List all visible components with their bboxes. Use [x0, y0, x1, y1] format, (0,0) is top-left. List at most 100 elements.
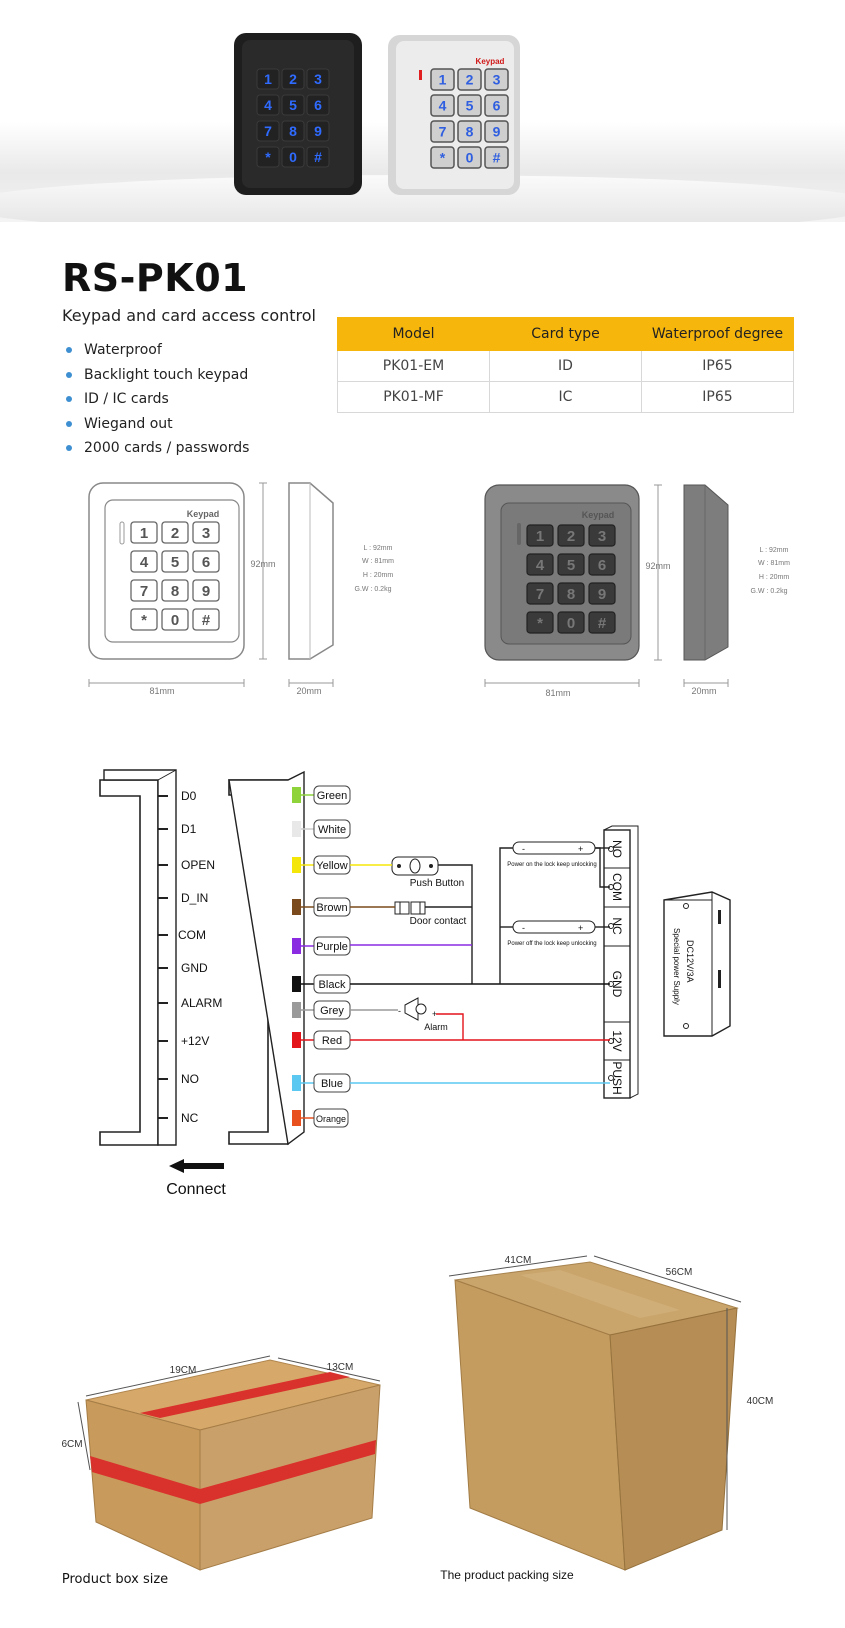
key-label: 1	[264, 71, 272, 87]
product-box-height: 6CM	[61, 1439, 82, 1450]
key-label: 5	[466, 98, 474, 114]
keypad-key: 9	[484, 120, 509, 143]
key-label: 9	[202, 583, 210, 600]
depth-label: 20mm	[691, 686, 716, 696]
key-label: 6	[314, 97, 322, 113]
packing-box-width: 56CM	[666, 1267, 693, 1278]
key-label: 4	[439, 98, 447, 114]
key-label: 3	[202, 525, 210, 542]
key-label: *	[141, 612, 147, 629]
key-label: 8	[171, 583, 179, 600]
feature-item: ID / IC cards	[62, 387, 249, 412]
cell-card-type: ID	[489, 350, 642, 382]
lock-off-symbol: - + Power off the lock keep unlocking	[507, 920, 597, 947]
feature-text: ID / IC cards	[84, 391, 169, 407]
keypad-key: 9	[192, 579, 220, 602]
packing-box-height: 40CM	[747, 1396, 774, 1407]
key-label: 3	[493, 72, 501, 88]
spec-gw: G.W : 0.2kg	[355, 586, 392, 593]
keypad-key: 1	[256, 68, 280, 90]
cell-card-type: IC	[489, 381, 642, 413]
key-label: 9	[598, 586, 606, 603]
feature-list: Waterproof Backlight touch keypad ID / I…	[62, 338, 249, 461]
width-label: 81mm	[545, 688, 570, 698]
keypad-key: 6	[588, 553, 616, 576]
height-label: 92mm	[645, 561, 670, 571]
product-title: RS-PK01	[62, 256, 249, 300]
keypad-key: 7	[256, 120, 280, 142]
terminal-label: NO	[181, 1072, 199, 1086]
power-terminal-label: NO	[610, 840, 624, 858]
grey-dimension-lines: 92mm 81mm 20mm L : 92mm W : 81mm H : 20m…	[484, 484, 790, 698]
alarm-minus: -	[398, 1006, 401, 1016]
power-terminal-label: NC	[610, 917, 624, 935]
key-label: 3	[314, 71, 322, 87]
packing-box-caption: The product packing size	[440, 1568, 574, 1582]
wire-label: White	[318, 824, 346, 836]
keypad-key: 9	[588, 582, 616, 605]
terminal-label: ALARM	[181, 996, 222, 1010]
wire-label: Green	[317, 790, 348, 802]
key-label: 2	[567, 528, 575, 545]
product-subtitle: Keypad and card access control	[62, 306, 316, 325]
keypad-key: *	[256, 146, 280, 168]
feature-item: 2000 cards / passwords	[62, 436, 249, 461]
outline-dimension-lines: 92mm 81mm 20mm L : 92mm W : 81mm H : 20m…	[88, 482, 394, 696]
key-label: 1	[140, 525, 148, 542]
bullet-icon	[66, 445, 72, 451]
spec-h: H : 20mm	[363, 572, 394, 579]
lock-off-minus: -	[522, 923, 525, 933]
key-label: 4	[264, 97, 272, 113]
keypad-key: 8	[161, 579, 189, 602]
keypad-key: 6	[484, 94, 509, 117]
terminal-label: OPEN	[181, 858, 215, 872]
key-label: 7	[536, 586, 544, 603]
keypad-key: 0	[557, 611, 585, 634]
spec-w: W : 81mm	[758, 560, 790, 567]
spec-h: H : 20mm	[759, 574, 790, 581]
spec-l: L : 92mm	[760, 547, 789, 554]
product-box-image	[77, 1355, 381, 1571]
key-label: 5	[567, 557, 575, 574]
key-label: 1	[439, 72, 447, 88]
header-model: Model	[337, 317, 490, 351]
key-label: 7	[264, 123, 272, 139]
keypad-key: 7	[430, 120, 455, 143]
feature-text: Wiegand out	[84, 415, 173, 432]
key-label: 5	[289, 97, 297, 113]
key-label: #	[493, 150, 501, 166]
keypad-key: 5	[161, 550, 189, 573]
key-label: 2	[289, 71, 297, 87]
lock-on-plus: +	[578, 844, 583, 854]
packing-box-length: 41CM	[505, 1255, 532, 1266]
table-row: PK01-MF IC IP65	[337, 381, 794, 413]
product-box-width: 13CM	[327, 1362, 354, 1373]
keypad-key: 1	[430, 68, 455, 91]
key-label: 4	[536, 557, 545, 574]
keypad-key: 0	[281, 146, 305, 168]
bullet-icon	[66, 420, 72, 427]
product-box-length: 19CM	[170, 1365, 197, 1376]
terminal-label: +12V	[181, 1034, 209, 1048]
keypad-key: 9	[306, 120, 330, 142]
keypad-key: 1	[130, 521, 158, 544]
circuit-wires	[350, 847, 610, 1084]
key-label: 8	[567, 586, 575, 603]
keypad-key: 2	[161, 521, 189, 544]
key-label: 1	[536, 528, 544, 545]
wire-label: Yellow	[316, 860, 347, 872]
cell-model: PK01-EM	[337, 350, 490, 382]
depth-label: 20mm	[296, 686, 321, 696]
wire-red: Red	[292, 1030, 351, 1050]
key-label: 4	[140, 554, 149, 571]
key-label: 6	[202, 554, 210, 571]
key-label: 9	[314, 123, 322, 139]
lock-off-plus: +	[578, 923, 583, 933]
keypad-key: 8	[281, 120, 305, 142]
keypad-key: 0	[457, 146, 482, 169]
wire-label: Brown	[316, 902, 347, 914]
feature-item: Wiegand out	[62, 412, 249, 437]
